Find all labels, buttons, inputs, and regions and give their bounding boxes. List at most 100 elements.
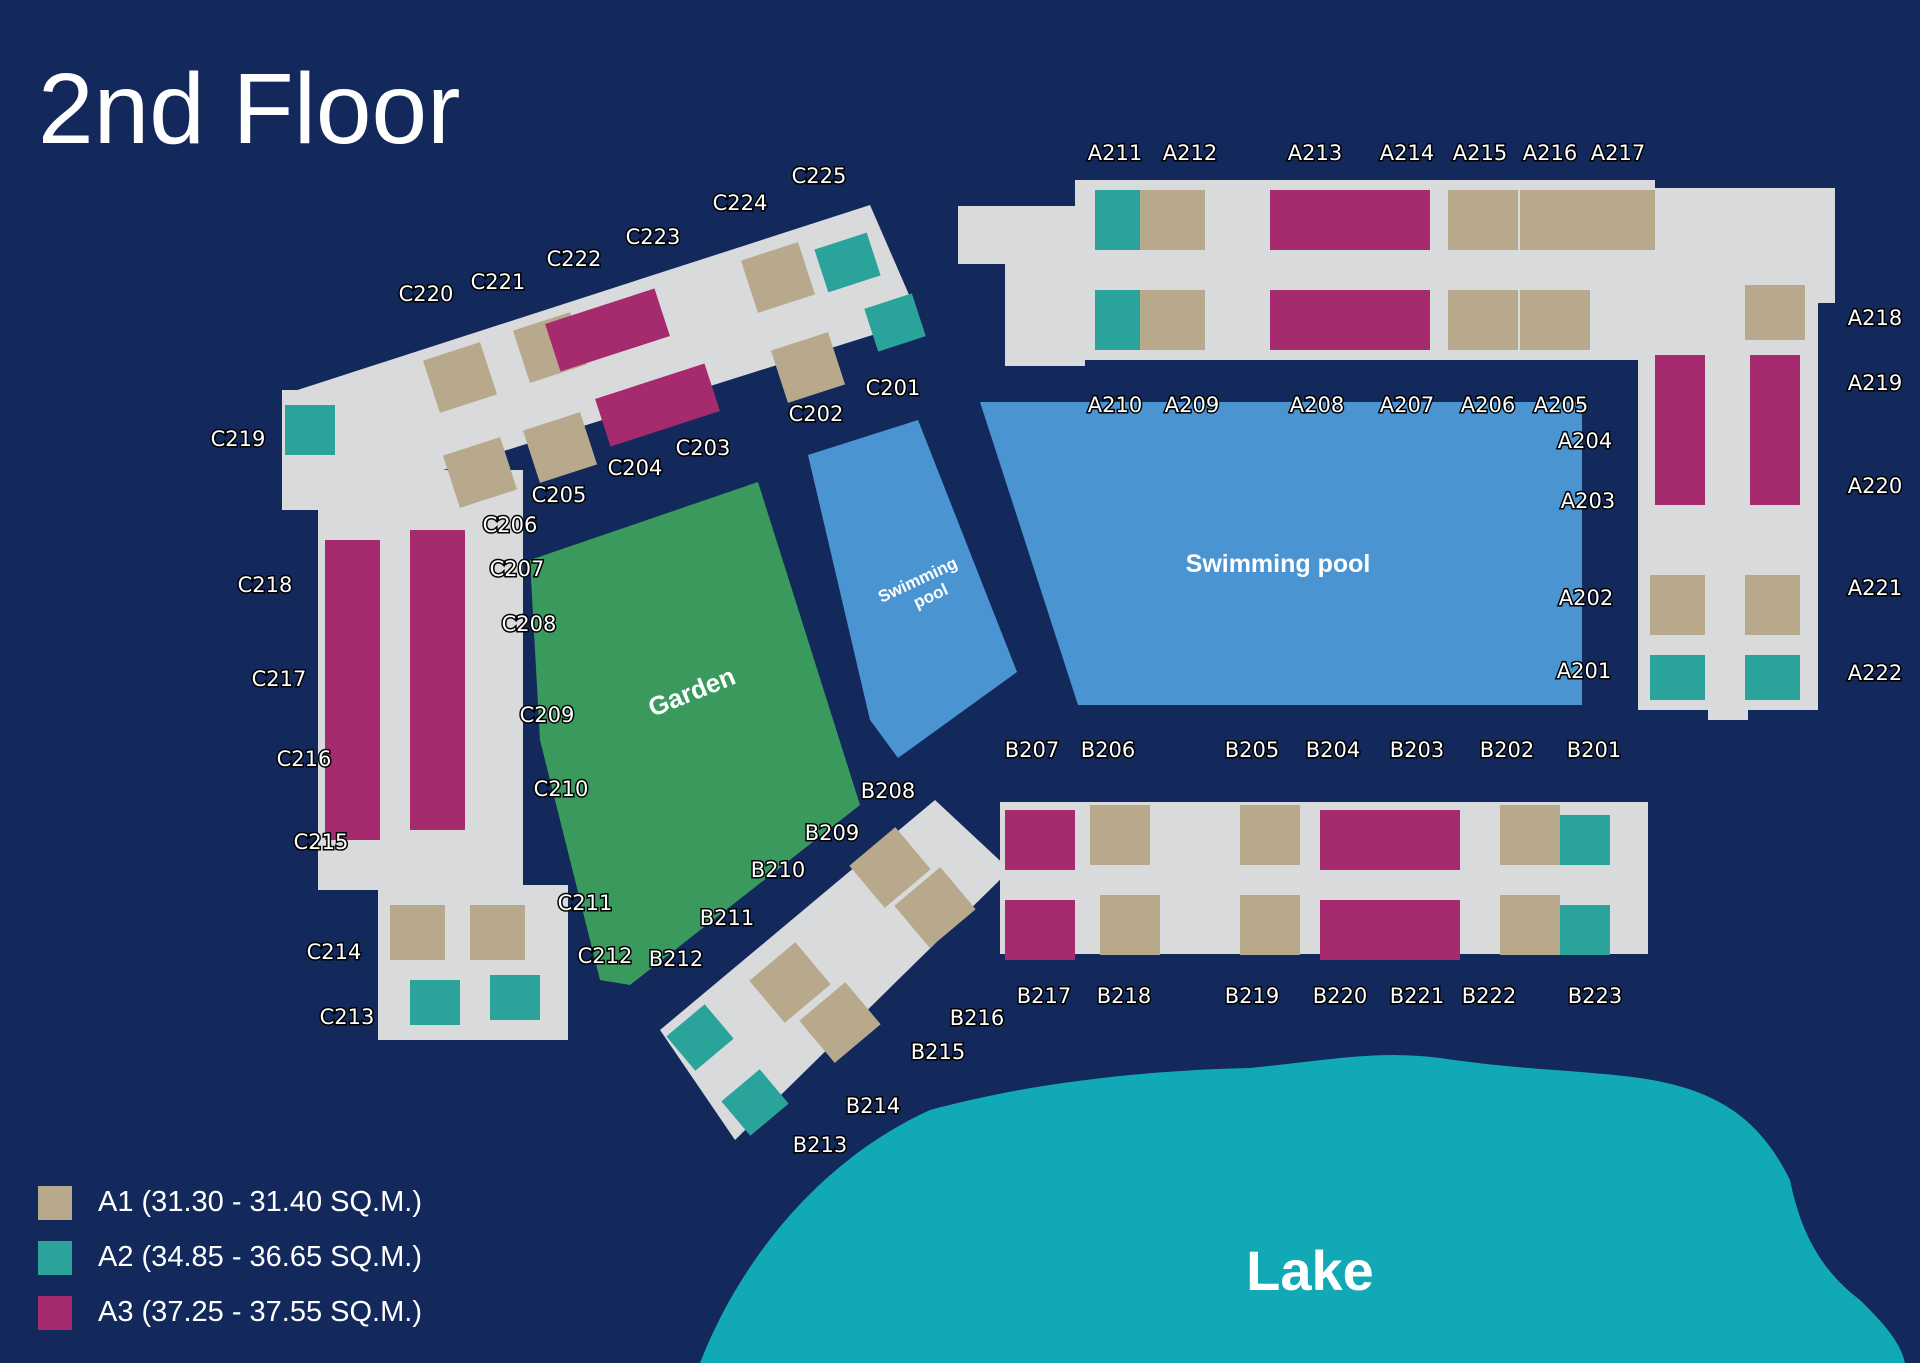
unit-label-c220[interactable]: C220 xyxy=(397,281,455,308)
unit-a2-block-11[interactable] xyxy=(410,980,460,1025)
unit-label-c225[interactable]: C225 xyxy=(790,163,848,190)
unit-label-b210[interactable]: B210 xyxy=(749,857,807,884)
unit-label-a207[interactable]: A207 xyxy=(1378,392,1435,419)
unit-label-a203[interactable]: A203 xyxy=(1559,488,1616,515)
unit-label-a218[interactable]: A218 xyxy=(1846,305,1903,332)
unit-label-c211[interactable]: C211 xyxy=(556,890,614,917)
unit-label-b221[interactable]: B221 xyxy=(1388,983,1446,1010)
unit-a2-block-1[interactable] xyxy=(1095,290,1140,350)
unit-a2-block-2[interactable] xyxy=(1650,655,1705,700)
unit-a1-block-16[interactable] xyxy=(849,827,931,908)
unit-label-a217[interactable]: A217 xyxy=(1589,140,1646,167)
unit-a3-block-1[interactable] xyxy=(1270,290,1430,350)
unit-label-c208[interactable]: C208 xyxy=(500,611,558,638)
unit-label-b220[interactable]: B220 xyxy=(1311,983,1369,1010)
unit-a3-block-5[interactable] xyxy=(1005,900,1075,960)
unit-label-b219[interactable]: B219 xyxy=(1223,983,1281,1010)
unit-a1-block-11[interactable] xyxy=(1240,805,1300,865)
unit-label-a215[interactable]: A215 xyxy=(1451,140,1508,167)
unit-a1-block-15[interactable] xyxy=(1500,895,1560,955)
unit-a1-block-4[interactable] xyxy=(1130,290,1205,350)
unit-label-a205[interactable]: A205 xyxy=(1532,392,1589,419)
unit-label-a206[interactable]: A206 xyxy=(1459,392,1516,419)
main-pool-area[interactable] xyxy=(980,402,1582,705)
unit-a1-block-25[interactable] xyxy=(770,332,846,403)
unit-a1-block-7[interactable] xyxy=(1745,285,1805,340)
unit-label-c206[interactable]: C206 xyxy=(481,512,539,539)
unit-label-a213[interactable]: A213 xyxy=(1286,140,1343,167)
unit-label-c203[interactable]: C203 xyxy=(674,435,732,462)
unit-a3-block-8[interactable] xyxy=(545,288,670,372)
unit-a2-block-3[interactable] xyxy=(1745,655,1800,700)
unit-label-c210[interactable]: C210 xyxy=(532,776,590,803)
unit-a3-block-2[interactable] xyxy=(1655,355,1705,505)
unit-label-b223[interactable]: B223 xyxy=(1566,983,1624,1010)
unit-label-b211[interactable]: B211 xyxy=(698,905,756,932)
unit-label-a204[interactable]: A204 xyxy=(1556,428,1613,455)
unit-a1-block-3[interactable] xyxy=(1590,190,1655,250)
unit-a3-block-4[interactable] xyxy=(1005,810,1075,870)
unit-label-b209[interactable]: B209 xyxy=(803,820,861,847)
unit-label-c201[interactable]: C201 xyxy=(864,375,922,402)
unit-a3-block-11[interactable] xyxy=(410,530,465,830)
unit-label-c224[interactable]: C224 xyxy=(711,190,769,217)
unit-label-b207[interactable]: B207 xyxy=(1003,737,1061,764)
unit-a1-block-6[interactable] xyxy=(1520,290,1590,350)
unit-label-b212[interactable]: B212 xyxy=(647,946,705,973)
unit-label-b215[interactable]: B215 xyxy=(909,1039,967,1066)
unit-a1-block-8[interactable] xyxy=(1650,575,1705,635)
unit-label-c204[interactable]: C204 xyxy=(606,455,664,482)
unit-label-a222[interactable]: A222 xyxy=(1846,660,1903,687)
unit-a1-block-26[interactable] xyxy=(390,905,445,960)
unit-label-b205[interactable]: B205 xyxy=(1223,737,1281,764)
unit-a1-block-23[interactable] xyxy=(522,412,598,483)
unit-label-a208[interactable]: A208 xyxy=(1288,392,1345,419)
unit-a3-block-3[interactable] xyxy=(1750,355,1800,505)
unit-label-a221[interactable]: A221 xyxy=(1846,575,1903,602)
small-pool-area[interactable] xyxy=(808,420,1017,758)
unit-a3-block-7[interactable] xyxy=(1320,900,1460,960)
unit-a3-block-6[interactable] xyxy=(1320,810,1460,870)
unit-label-b204[interactable]: B204 xyxy=(1304,737,1362,764)
unit-label-c222[interactable]: C222 xyxy=(545,246,603,273)
unit-label-c218[interactable]: C218 xyxy=(236,572,294,599)
unit-label-a209[interactable]: A209 xyxy=(1163,392,1220,419)
unit-label-a220[interactable]: A220 xyxy=(1846,473,1903,500)
unit-label-b203[interactable]: B203 xyxy=(1388,737,1446,764)
unit-label-c202[interactable]: C202 xyxy=(787,401,845,428)
unit-label-b208[interactable]: B208 xyxy=(859,778,917,805)
unit-label-a219[interactable]: A219 xyxy=(1846,370,1903,397)
unit-a3-block-10[interactable] xyxy=(325,540,380,840)
lake-area[interactable] xyxy=(700,1055,1905,1363)
unit-label-c223[interactable]: C223 xyxy=(624,224,682,251)
unit-label-c207[interactable]: C207 xyxy=(488,556,546,583)
unit-label-a212[interactable]: A212 xyxy=(1161,140,1218,167)
unit-a1-block-22[interactable] xyxy=(442,437,518,508)
unit-a1-block-13[interactable] xyxy=(1100,895,1160,955)
unit-label-c209[interactable]: C209 xyxy=(518,702,576,729)
unit-label-c205[interactable]: C205 xyxy=(530,482,588,509)
unit-label-c212[interactable]: C212 xyxy=(576,943,634,970)
unit-label-b201[interactable]: B201 xyxy=(1565,737,1623,764)
unit-a1-block-1[interactable] xyxy=(1448,190,1518,250)
unit-label-c213[interactable]: C213 xyxy=(318,1004,376,1031)
unit-a1-block-12[interactable] xyxy=(1500,805,1560,865)
unit-a3-block-9[interactable] xyxy=(595,363,720,447)
unit-label-b218[interactable]: B218 xyxy=(1095,983,1153,1010)
unit-label-c221[interactable]: C221 xyxy=(469,269,527,296)
unit-label-a201[interactable]: A201 xyxy=(1555,658,1612,685)
unit-label-c219[interactable]: C219 xyxy=(209,426,267,453)
unit-label-a210[interactable]: A210 xyxy=(1086,392,1143,419)
unit-label-b217[interactable]: B217 xyxy=(1015,983,1073,1010)
unit-a2-block-5[interactable] xyxy=(1560,905,1610,955)
unit-a1-block-0[interactable] xyxy=(1130,190,1205,250)
unit-label-b214[interactable]: B214 xyxy=(844,1093,902,1120)
unit-label-a216[interactable]: A216 xyxy=(1521,140,1578,167)
unit-label-b202[interactable]: B202 xyxy=(1478,737,1536,764)
unit-label-a202[interactable]: A202 xyxy=(1557,585,1614,612)
unit-a2-block-9[interactable] xyxy=(814,232,881,293)
garden-area[interactable] xyxy=(530,482,860,985)
unit-a2-block-7[interactable] xyxy=(721,1069,789,1136)
unit-a2-block-4[interactable] xyxy=(1560,815,1610,865)
unit-label-c217[interactable]: C217 xyxy=(250,666,308,693)
